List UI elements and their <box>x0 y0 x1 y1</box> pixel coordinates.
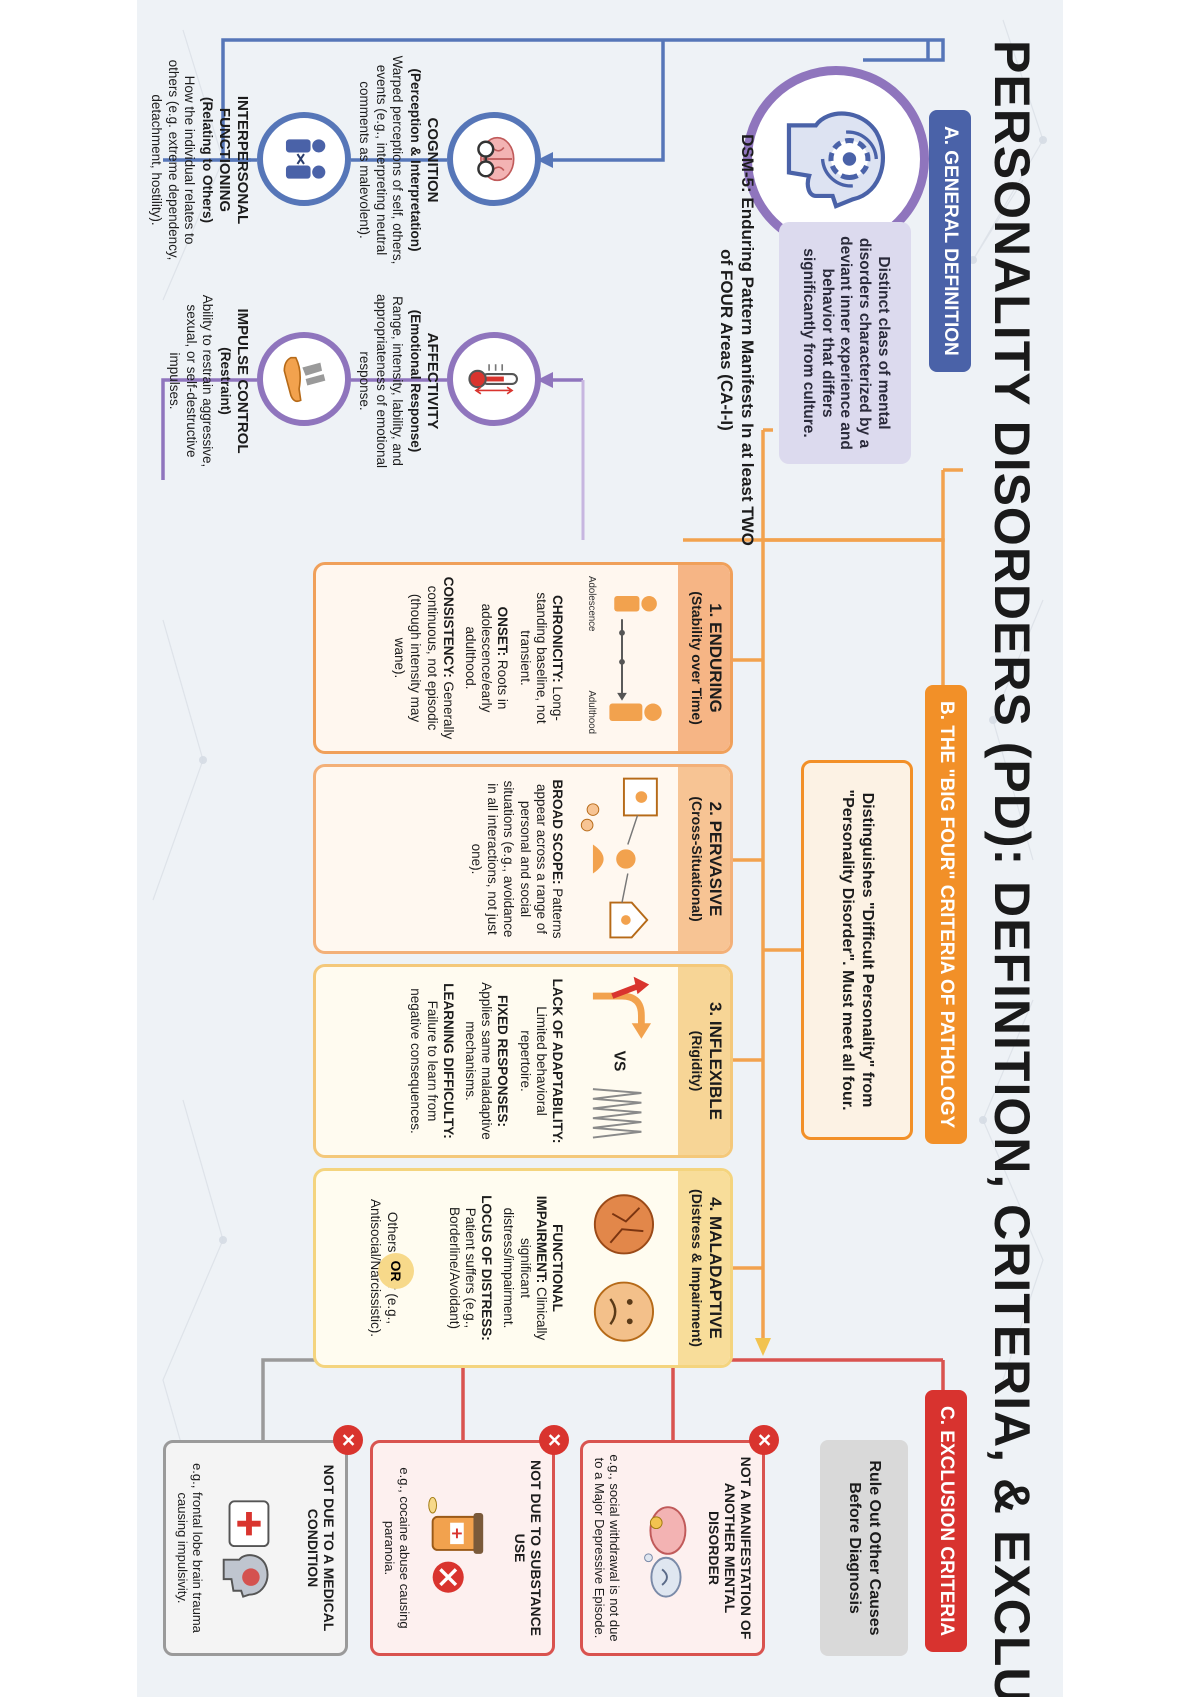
head-gears-icon <box>743 66 929 252</box>
vs-label: VS <box>610 1051 627 1072</box>
area-subtitle: (Emotional Response) <box>408 309 423 453</box>
line-key: LOCUS OF DISTRESS: <box>479 1195 495 1341</box>
criterion-body: CHRONICITY: Long-standing baseline, not … <box>385 575 565 741</box>
criterion-body: BROAD SCOPE: Patterns appear across a ra… <box>462 777 565 941</box>
criterion-title: 2. PERVASIVE <box>706 801 725 917</box>
exclusion-title: NOT A MANIFESTATION OF ANOTHER MENTAL DI… <box>705 1456 754 1640</box>
line-key: BROAD SCOPE: <box>550 779 565 885</box>
rotated-infographic: PERSONALITY DISORDERS (PD): DEFINITION, … <box>137 0 1063 1697</box>
criterion-maladaptive: 4. MALADAPTIVE (Distress & Impairment) F… <box>313 1168 733 1368</box>
line-key: LACK OF ADAPTABILITY: <box>550 978 565 1144</box>
distinguish-note: Distinguishes "Difficult Personality" fr… <box>801 760 913 1140</box>
close-icon: ✕ <box>333 1425 363 1455</box>
area-desc: Range, intensity, lability, and appropri… <box>357 293 405 469</box>
close-icon: ✕ <box>749 1425 779 1455</box>
exclusion-title: NOT DUE TO SUBSTANCE USE <box>511 1459 544 1637</box>
criterion-subtitle: (Rigidity) <box>689 1030 706 1092</box>
or-bubble: OR <box>378 1253 414 1289</box>
criterion-header: 2. PERVASIVE (Cross-Situational) <box>678 767 730 951</box>
distress-icon <box>593 1194 655 1342</box>
criterion-pervasive: 2. PERVASIVE (Cross-Situational) BROAD S… <box>313 764 733 954</box>
thermometer-icon <box>447 332 541 426</box>
area-title: IMPULSE CONTROL <box>234 308 251 454</box>
line-key: FIXED RESPONSES: <box>495 994 511 1128</box>
criterion-inflexible: 3. INFLEXIBLE (Rigidity) VS LACK OF ADAP… <box>313 964 733 1158</box>
two-people-icon <box>257 112 351 206</box>
dsm-note: DSM-5: Enduring Pattern Manifests In at … <box>716 134 757 546</box>
rigidity-icon: VS <box>592 976 652 1139</box>
area-desc: How the individual relates to others (e.… <box>149 59 197 261</box>
criterion-header: 1. ENDURING (Stability over Time) <box>678 565 730 751</box>
area-affectivity: AFFECTIVITY (Emotional Response) Range, … <box>356 276 441 486</box>
line-key: LEARNING DIFFICULTY: <box>440 983 456 1139</box>
hand-restraint-icon <box>257 332 351 426</box>
exclusion-desc: e.g., frontal lobe brain trauma causing … <box>174 1463 205 1633</box>
area-subtitle: (Relating to Others) <box>200 96 215 223</box>
line-key: ONSET: <box>495 606 511 657</box>
area-subtitle: (Perception & Interpretation) <box>408 68 423 252</box>
close-icon: ✕ <box>539 1425 569 1455</box>
area-title: INTERPERSONAL FUNCTIONING <box>216 95 251 225</box>
line-text: Applies same maladaptive mechanisms. <box>463 982 495 1140</box>
area-impulse-control: IMPULSE CONTROL (Restraint) Ability to r… <box>166 276 251 486</box>
criterion-subtitle: (Stability over Time) <box>689 591 706 725</box>
line-text: Limited behavioral repertoire. <box>517 1006 549 1116</box>
criterion-body: LACK OF ADAPTABILITY: Limited behavioral… <box>401 977 566 1145</box>
section-a-label: A. GENERAL DEFINITION <box>929 110 971 372</box>
rule-out-note: Rule Out Other Causes Before Diagnosis <box>820 1440 908 1656</box>
exclusion-desc: e.g., cocaine abuse causing paranoia. <box>381 1467 412 1629</box>
exclusion-mental-disorder: NOT A MANIFESTATION OF ANOTHER MENTAL DI… <box>580 1440 765 1656</box>
area-interpersonal: INTERPERSONAL FUNCTIONING (Relating to O… <box>148 55 251 265</box>
timeline-label-start: Adolescence <box>586 576 597 631</box>
criterion-header: 4. MALADAPTIVE (Distress & Impairment) <box>678 1171 730 1365</box>
line-key: CHRONICITY: <box>550 595 565 683</box>
timeline-label-end: Adulthood <box>586 690 597 734</box>
area-title: COGNITION <box>424 117 441 203</box>
criterion-title: 3. INFLEXIBLE <box>706 1001 725 1121</box>
section-c-label: C. EXCLUSION CRITERIA <box>925 1390 967 1653</box>
criterion-subtitle: (Cross-Situational) <box>689 796 706 922</box>
criterion-title: 1. ENDURING <box>706 603 725 713</box>
page-title: PERSONALITY DISORDERS (PD): DEFINITION, … <box>984 40 1040 1697</box>
area-desc: Ability to restrain aggressive, sexual, … <box>167 294 215 468</box>
criterion-subtitle: (Distress & Impairment) <box>689 1189 706 1347</box>
section-b-label: B. THE "BIG FOUR" CRITERIA OF PATHOLOGY <box>925 685 967 1145</box>
situations-icon <box>580 777 658 939</box>
brain-glasses-icon <box>447 112 541 206</box>
pill-bottle-icon <box>428 1496 484 1593</box>
exclusion-title: NOT DUE TO A MEDICAL CONDITION <box>304 1464 337 1632</box>
criterion-title: 4. MALADAPTIVE <box>706 1197 725 1339</box>
brain-thought-icon <box>644 1506 687 1598</box>
exclusion-desc: e.g., social withdrawal is not due to a … <box>591 1454 622 1642</box>
line-text: Patient suffers (e.g., Borderline/Avoida… <box>446 1206 479 1330</box>
line-key: CONSISTENCY: <box>440 576 456 678</box>
area-cognition: COGNITION (Perception & Interpretation) … <box>356 55 441 265</box>
medical-kit-icon <box>222 1500 270 1598</box>
area-subtitle: (Restraint) <box>218 347 233 415</box>
area-desc: Warped perceptions of self, others, even… <box>357 55 405 265</box>
criterion-header: 3. INFLEXIBLE (Rigidity) <box>678 967 730 1155</box>
timeline-icon: Adolescence Adulthood <box>586 576 662 734</box>
general-definition-box: Distinct class of mental disorders chara… <box>779 222 911 464</box>
exclusion-medical-condition: NOT DUE TO A MEDICAL CONDITION e.g., fro… <box>163 1440 348 1656</box>
line-text: Failure to learn from negative consequen… <box>408 988 440 1134</box>
exclusion-substance-use: NOT DUE TO SUBSTANCE USE e.g., cocaine a… <box>370 1440 555 1656</box>
criterion-enduring: 1. ENDURING (Stability over Time) Adoles… <box>313 562 733 754</box>
area-title: AFFECTIVITY <box>424 332 441 430</box>
infographic-canvas: PERSONALITY DISORDERS (PD): DEFINITION, … <box>137 0 1063 1697</box>
